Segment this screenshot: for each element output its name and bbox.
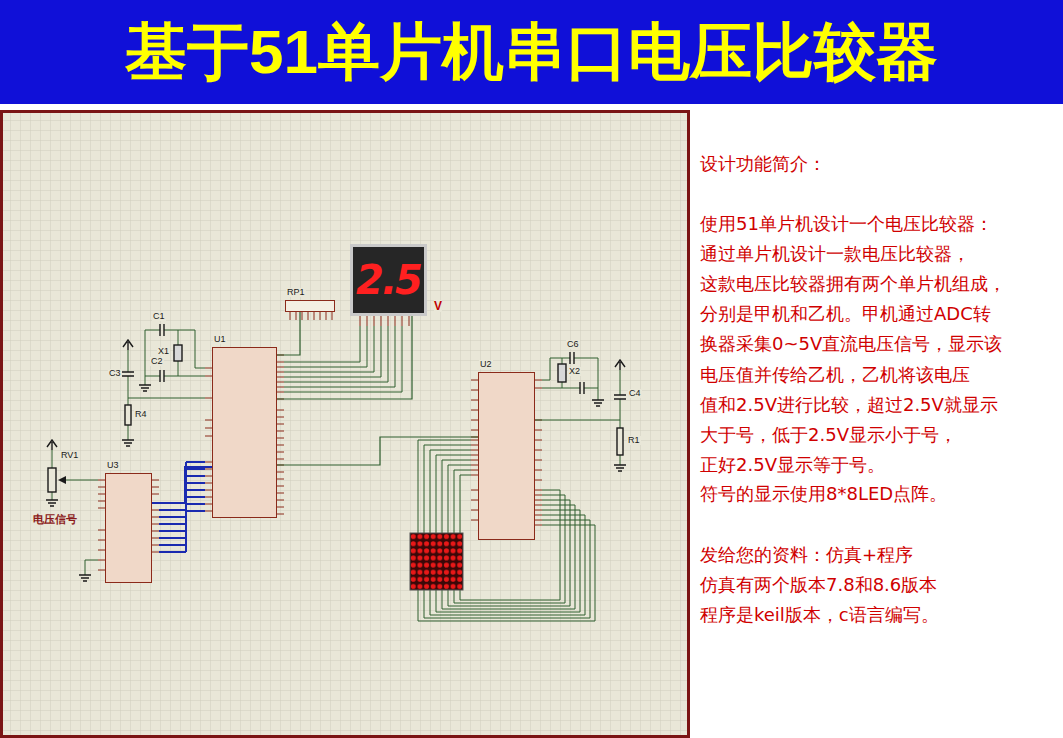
description-line: 正好2.5V显示等于号。 <box>700 456 885 474</box>
resistor-symbol <box>125 405 131 425</box>
wiper-arrow <box>58 476 66 484</box>
crystal-symbol <box>558 364 566 382</box>
rp1-pins <box>290 312 332 320</box>
description-line: 符号的显示使用8*8LED点阵。 <box>700 485 947 503</box>
rv1-wires <box>52 450 98 575</box>
part-label: C1 <box>152 312 166 321</box>
adc-chip: U3 <box>105 473 152 583</box>
data-bus <box>159 462 205 552</box>
description-line: 发给您的资料：仿真+程序 <box>700 546 913 564</box>
potentiometer-symbol <box>48 468 56 492</box>
resistor-pack: RP1 <box>285 300 335 312</box>
mcu-chip: U2 <box>478 372 535 540</box>
part-label: X2 <box>568 367 581 376</box>
part-name: U2 <box>479 360 493 369</box>
description-line: 值和2.5V进行比较，超过2.5V就显示 <box>700 396 998 414</box>
description-line: 程序是keil版本，c语言编写。 <box>700 606 939 624</box>
description-line: 仿真有两个版本7.8和8.6版本 <box>700 576 937 594</box>
p0-wires <box>284 326 402 392</box>
reset1-wires <box>128 350 205 440</box>
description-line: 设计功能简介： <box>700 155 826 173</box>
schematic-panel <box>2 112 689 737</box>
display-pins <box>360 316 409 326</box>
pin-ticks <box>98 312 542 570</box>
part-label: RV1 <box>60 451 79 460</box>
schematic-ground <box>2 112 689 737</box>
part-label: X1 <box>157 347 170 356</box>
part-label: R1 <box>627 436 641 445</box>
description-line: 分别是甲机和乙机。甲机通过ADC转 <box>700 305 991 323</box>
part-name: U1 <box>213 335 227 344</box>
display-digits: 2.5 <box>356 260 421 300</box>
signal-label: 电压信号 <box>33 514 77 525</box>
resistor-symbol <box>617 428 623 455</box>
part-name: RP1 <box>286 288 306 297</box>
osc2-wires <box>542 358 598 400</box>
part-label: C4 <box>628 389 642 398</box>
description-line: 通过单片机设计一款电压比较器， <box>700 245 970 263</box>
description-line: 电压值并传给乙机，乙机将该电压 <box>700 366 970 384</box>
led-matrix <box>410 533 463 590</box>
wire <box>277 437 478 465</box>
description-line: 换器采集0~5V直流电压信号，显示该 <box>700 335 1002 353</box>
part-label: C3 <box>108 369 122 378</box>
part-label: C6 <box>566 340 580 349</box>
reset2-wires <box>535 370 620 465</box>
unit-label: V <box>434 300 442 312</box>
part-name: U3 <box>106 461 120 470</box>
wire <box>277 316 412 399</box>
power-arrow <box>47 340 625 450</box>
seven-segment-display: 2.5 <box>350 244 427 316</box>
wire <box>152 467 212 503</box>
bus-wire <box>159 462 205 552</box>
title-text: 基于51单片机串口电压比较器 <box>125 21 938 83</box>
wire <box>277 312 300 355</box>
title-banner: 基于51单片机串口电压比较器 <box>0 0 1063 104</box>
matrix-row-wires <box>418 440 471 533</box>
description-line: 这款电压比较器拥有两个单片机组成， <box>700 275 1006 293</box>
description-line: 大于号，低于2.5V显示小于号， <box>700 426 957 444</box>
part-label: R4 <box>134 410 148 419</box>
capacitor-symbol <box>122 324 626 399</box>
crystal-symbol <box>174 345 182 361</box>
wires <box>52 326 620 621</box>
description-line: 使用51单片机设计一个电压比较器： <box>700 215 993 233</box>
gap <box>0 106 1063 110</box>
mcu-chip: U1 <box>212 347 277 518</box>
osc1-wires <box>145 330 205 385</box>
part-label: C2 <box>150 357 164 366</box>
